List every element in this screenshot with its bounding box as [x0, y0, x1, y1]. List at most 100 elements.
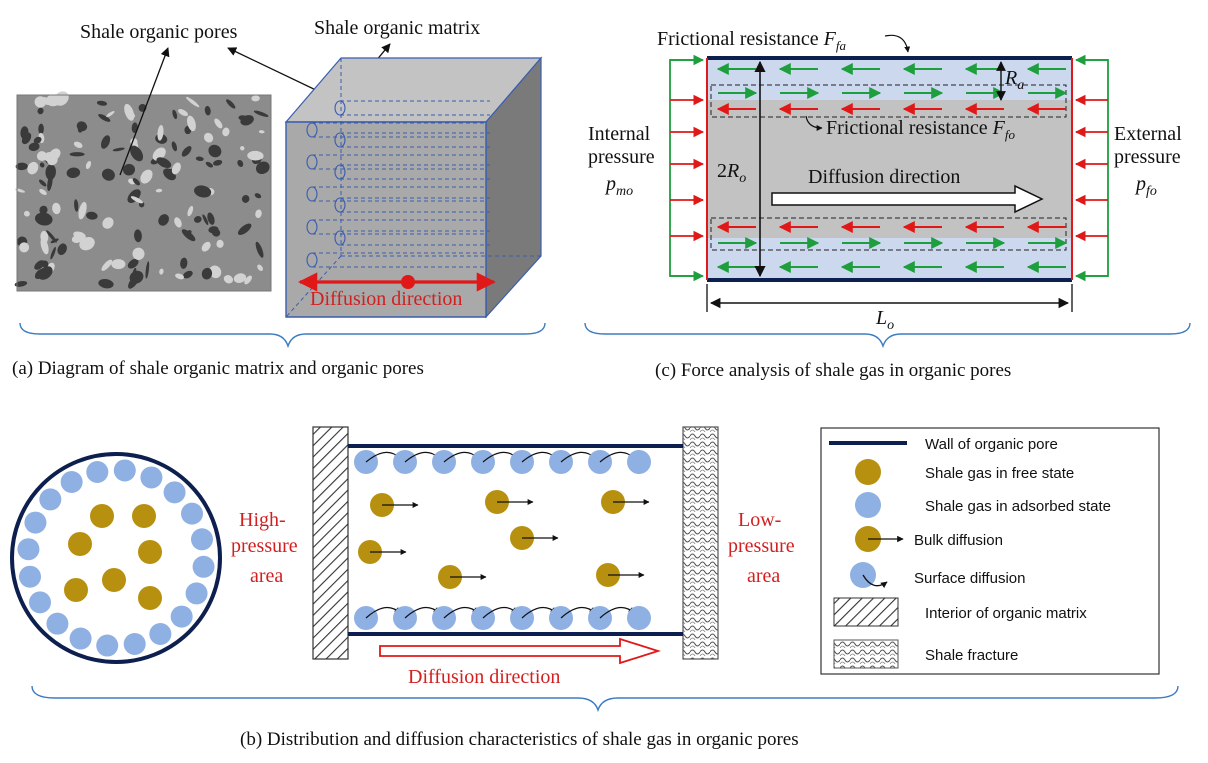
cube-pore-tubes	[306, 100, 490, 268]
sem-pore	[76, 121, 88, 132]
channel-diffusion-label: Diffusion direction	[408, 666, 560, 688]
sem-pore	[181, 229, 196, 242]
adsorbed-gas-particle	[46, 612, 69, 635]
low-pressure-line2: pressure	[728, 535, 795, 557]
lower-interface-box	[710, 217, 1067, 251]
sem-pore	[204, 105, 211, 116]
sem-pore	[194, 216, 202, 223]
sem-pore	[102, 217, 114, 229]
sem-pore	[130, 196, 143, 204]
high-pressure-line2: pressure	[231, 535, 298, 557]
sem-pore	[255, 161, 270, 175]
sem-pore	[240, 146, 245, 151]
sem-pore	[28, 142, 40, 152]
sem-pore	[101, 168, 115, 181]
sem-pore	[57, 243, 67, 256]
sem-pore	[50, 238, 59, 244]
sem-pore	[112, 147, 125, 152]
sem-pore	[187, 205, 194, 217]
panel-a-brace	[19, 322, 546, 349]
sem-pore	[38, 179, 47, 187]
sem-pore	[201, 241, 211, 252]
legend-item-adsorbed-gas: Shale gas in adsorbed state	[925, 498, 1111, 515]
legend-item-free-gas: Shale gas in free state	[925, 465, 1074, 482]
adsorbed-gas-particle	[190, 528, 213, 551]
legend-fracture-swatch	[833, 639, 899, 669]
ra-label: Ra	[1004, 67, 1024, 93]
sem-pore	[180, 257, 188, 269]
diameter-label: 2Ro	[717, 160, 746, 186]
sem-pore	[255, 209, 262, 219]
adsorbed-gas-particle	[39, 488, 62, 511]
panel-b-caption: (b) Distribution and diffusion character…	[240, 729, 799, 750]
sem-pore	[182, 270, 193, 279]
sem-pore	[106, 111, 115, 118]
sem-pore	[178, 109, 189, 117]
sem-pore	[73, 231, 86, 240]
label-shale-organic-matrix: Shale organic matrix	[314, 17, 480, 39]
sem-pore	[49, 148, 61, 161]
sem-pore	[130, 145, 144, 162]
sem-pore	[33, 136, 42, 144]
organic-matrix-block	[312, 426, 349, 660]
sem-pore	[78, 201, 87, 220]
adsorbed-gas-particle	[113, 459, 136, 482]
sem-pore	[96, 100, 108, 106]
sem-pore	[15, 162, 28, 171]
cube-diffusion-dot	[401, 275, 415, 289]
sem-pore	[111, 259, 126, 270]
cube-diffusion-label: Diffusion direction	[310, 288, 462, 310]
panel-c-brace	[584, 322, 1191, 349]
sem-pore	[172, 109, 178, 120]
sem-pore	[244, 275, 252, 285]
sem-pore	[203, 132, 214, 143]
sem-pore	[50, 246, 56, 260]
internal-pressure-line2: pressure	[588, 146, 655, 168]
sem-pore	[45, 164, 56, 180]
sem-pore	[201, 267, 213, 280]
legend-item-wall: Wall of organic pore	[925, 436, 1058, 453]
sem-pore	[38, 123, 44, 135]
adsorbed-gas-particle	[24, 511, 47, 534]
adsorbed-gas-particle	[185, 582, 208, 605]
adsorbed-gas-particle	[96, 634, 119, 657]
sem-pore	[233, 273, 247, 283]
sem-pore	[131, 267, 137, 281]
sem-pore	[86, 211, 98, 220]
length-label: Lo	[875, 307, 894, 333]
free-gas-particle	[138, 540, 162, 564]
sem-pore	[186, 96, 200, 108]
sem-pore	[181, 146, 192, 157]
free-gas-particle	[132, 504, 156, 528]
pore-cross-section	[10, 452, 222, 664]
adsorbed-gas-particle	[123, 632, 146, 655]
sem-pore	[27, 161, 39, 175]
sem-pore	[130, 258, 138, 267]
sem-pore	[122, 163, 136, 176]
friction-fa-pointer	[884, 34, 911, 53]
adsorbed-gas-particle	[69, 627, 92, 650]
sem-pore	[66, 167, 81, 178]
free-gas-particle	[138, 586, 162, 610]
sem-pore	[195, 156, 204, 162]
sem-pore	[132, 247, 145, 260]
upper-interface-box	[710, 84, 1067, 118]
sem-pore	[15, 188, 26, 193]
sem-pore	[37, 107, 44, 115]
sem-pore	[14, 280, 28, 287]
sem-pore	[159, 268, 164, 275]
sem-pore	[216, 239, 224, 248]
panel-b: High- pressure area Low- pressure area D…	[10, 426, 1179, 750]
sem-pore	[253, 110, 269, 117]
pore-free-region	[707, 100, 1072, 238]
friction-fo-pointer	[805, 115, 823, 131]
free-gas-particle	[64, 578, 88, 602]
adsorbed-gas-particle	[140, 466, 163, 489]
adsorbed-gas-particle	[86, 461, 109, 484]
sem-pore	[174, 217, 182, 228]
sem-pore	[240, 115, 254, 126]
panel-c-caption: (c) Force analysis of shale gas in organ…	[655, 360, 1011, 381]
adsorbed-gas-particle	[627, 450, 651, 474]
sem-pore	[254, 193, 262, 199]
sem-pore	[237, 223, 252, 235]
